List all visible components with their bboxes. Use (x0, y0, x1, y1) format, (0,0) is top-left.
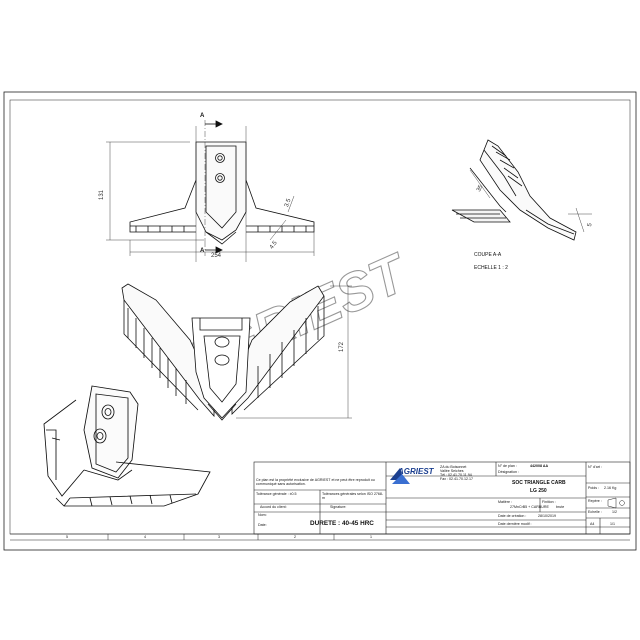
column-number-3: 3 (218, 535, 220, 539)
persp-bolt-hole-top (101, 404, 115, 420)
last-modification-label: Date dernière modif : (498, 522, 532, 526)
company-line-2: Vallée Seiches (440, 469, 464, 473)
iso-bolt-hole-top (214, 336, 230, 348)
poids-value: 2.16 Kg (604, 486, 617, 490)
iso-dimension-172 (236, 285, 352, 419)
section-mark-bottom: A (200, 248, 205, 254)
matiere-label: Matière : (498, 500, 512, 504)
section-title: COUPE A-A (474, 252, 502, 258)
signature-label: Signature: (330, 505, 347, 509)
bolt-hole-top (215, 153, 225, 163)
isometric-view (121, 283, 325, 421)
designation-line-1: SOC TRIANGLE CARB (512, 480, 566, 486)
date-label: Date: (258, 523, 267, 527)
finition-label: Finition : (542, 500, 556, 504)
echelle-label: Echelle : (588, 510, 602, 514)
general-tolerance: Tolérance générale : ±0.5 (256, 492, 297, 496)
plan-number-label: N° de plan : (498, 464, 517, 468)
logo-text: AGRIEST (398, 467, 434, 476)
plan-number: 442008 AA (530, 464, 549, 468)
repere-label: Repère : (588, 499, 602, 503)
designation-label: Désignation : (498, 470, 519, 474)
section-mark-top: A (200, 113, 205, 119)
dim-height-172: 172 (339, 341, 345, 352)
projection-symbol (607, 497, 625, 509)
finition-value: brute (556, 505, 565, 509)
client-agreement-label: Accord du client: (260, 505, 287, 509)
drawing-frame (3, 91, 637, 551)
iso-bolt-hole-bottom (214, 354, 230, 366)
sheet-value: 1/1 (610, 522, 615, 526)
front-view-dimensions (106, 120, 315, 262)
property-note: Ce plan est la propriété exclusive de AG… (256, 478, 375, 487)
dim-width-254: 254 (211, 253, 222, 259)
section-a-a-view (451, 139, 577, 241)
title-block-lines (253, 461, 631, 535)
name-label: Nom: (258, 513, 267, 517)
creation-label: Date de création : (498, 514, 527, 518)
hardness-note: DURETE : 40-45 HRC (310, 520, 374, 527)
matiere-value: 27MnCrB5 + CARBURE (510, 505, 549, 509)
dim-height-131: 131 (99, 189, 105, 200)
company-line-4: Fax : 02.41.70.12.17 (440, 477, 473, 481)
column-number-4: 4 (144, 535, 146, 539)
art-number-label: N° d'art : (588, 465, 602, 469)
echelle-value: 1/2 (612, 510, 617, 514)
agriest-logo-mark (390, 468, 410, 484)
format-value: A4 (590, 522, 595, 526)
creation-value: 28/10/2019 (538, 514, 556, 518)
section-scale: ECHELLE 1 : 2 (474, 265, 508, 271)
bolt-hole-bottom (215, 173, 225, 183)
section-dimensions (469, 169, 592, 233)
perspective-view (43, 385, 211, 507)
persp-bolt-hole-bottom (93, 428, 107, 444)
front-view (129, 141, 315, 245)
column-number-5: 5 (66, 535, 68, 539)
tolerance-note: Tolérances générales selon ISO 2768-m (322, 492, 384, 501)
designation-line-2: LG 250 (530, 488, 547, 494)
company-line-3: Tél : 02.41.70.11.94 (440, 473, 472, 477)
column-ruler (10, 533, 630, 541)
column-number-2: 2 (294, 535, 296, 539)
section-arrows (205, 120, 223, 254)
poids-label: Poids : (588, 486, 599, 490)
company-line-1: ZA du Boisonnet (440, 465, 467, 469)
column-number-1: 1 (370, 535, 372, 539)
